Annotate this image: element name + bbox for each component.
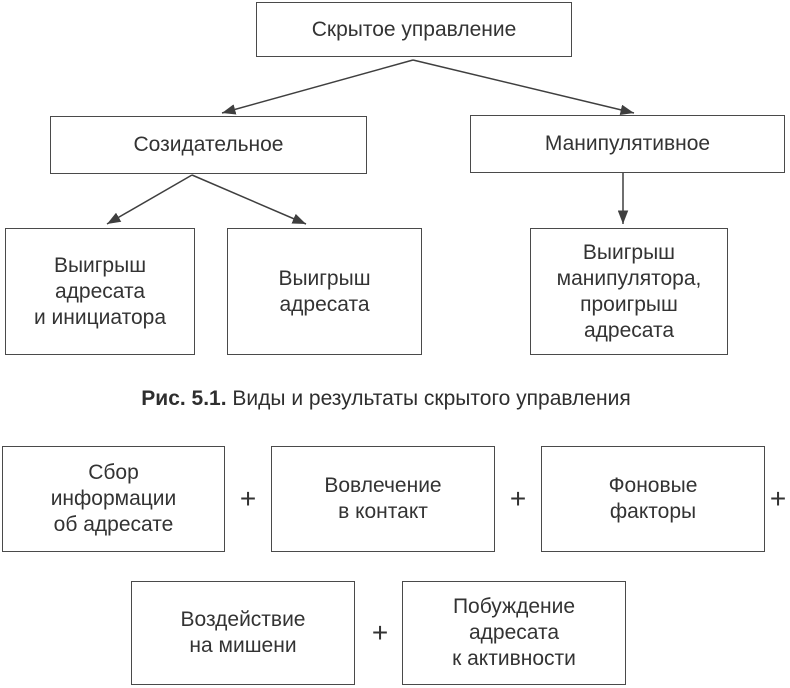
step-label: Вовлечение в контакт [324, 474, 442, 523]
node-manipulative: Манипулятивное [470, 115, 785, 173]
figure-caption-text: Виды и результаты скрытого управления [226, 387, 631, 410]
node-hidden-control: Скрытое управление [256, 2, 572, 57]
node-label: Выигрыш манипулятора, проигрыш адресата [556, 240, 702, 342]
step-background-factors: Фоновые факторы [541, 446, 765, 552]
node-label: Манипулятивное [544, 132, 711, 155]
plus-operator: + [509, 483, 527, 514]
node-win-addressee-and-initiator: Выигрыш адресата и инициатора [5, 228, 195, 355]
step-impact-on-targets: Воздействие на мишени [131, 581, 355, 685]
step-collect-information: Сбор информации об адресате [2, 446, 225, 552]
plus-operator: + [371, 617, 389, 648]
node-win-addressee: Выигрыш адресата [227, 228, 422, 355]
step-label: Сбор информации об адресате [50, 461, 177, 536]
figure-caption: Рис. 5.1. Виды и результаты скрытого упр… [0, 387, 772, 411]
step-engagement-in-contact: Вовлечение в контакт [271, 446, 495, 552]
arrow-creative-to-win-addressee [191, 174, 307, 225]
plus-operator: + [239, 483, 257, 514]
step-prompting-addressee-to-act: Побуждение адресата к активности [402, 581, 626, 685]
node-label: Созидательное [133, 133, 284, 156]
figure-caption-number: Рис. 5.1. [141, 387, 227, 410]
step-label: Воздействие на мишени [180, 608, 306, 657]
node-label: Выигрыш адресата и инициатора [33, 253, 167, 329]
arrow-root-to-creative [221, 59, 414, 115]
step-label: Фоновые факторы [608, 474, 698, 523]
node-label: Скрытое управление [311, 17, 517, 41]
plus-operator: + [769, 483, 787, 514]
node-win-manipulator-lose-addressee: Выигрыш манипулятора, проигрыш адресата [530, 228, 728, 355]
arrow-creative-to-win-both [106, 174, 193, 225]
node-label: Выигрыш адресата [278, 266, 371, 316]
arrow-root-to-manipulative [412, 59, 635, 115]
node-creative: Созидательное [50, 116, 367, 174]
step-label: Побуждение адресата к активности [452, 595, 576, 670]
